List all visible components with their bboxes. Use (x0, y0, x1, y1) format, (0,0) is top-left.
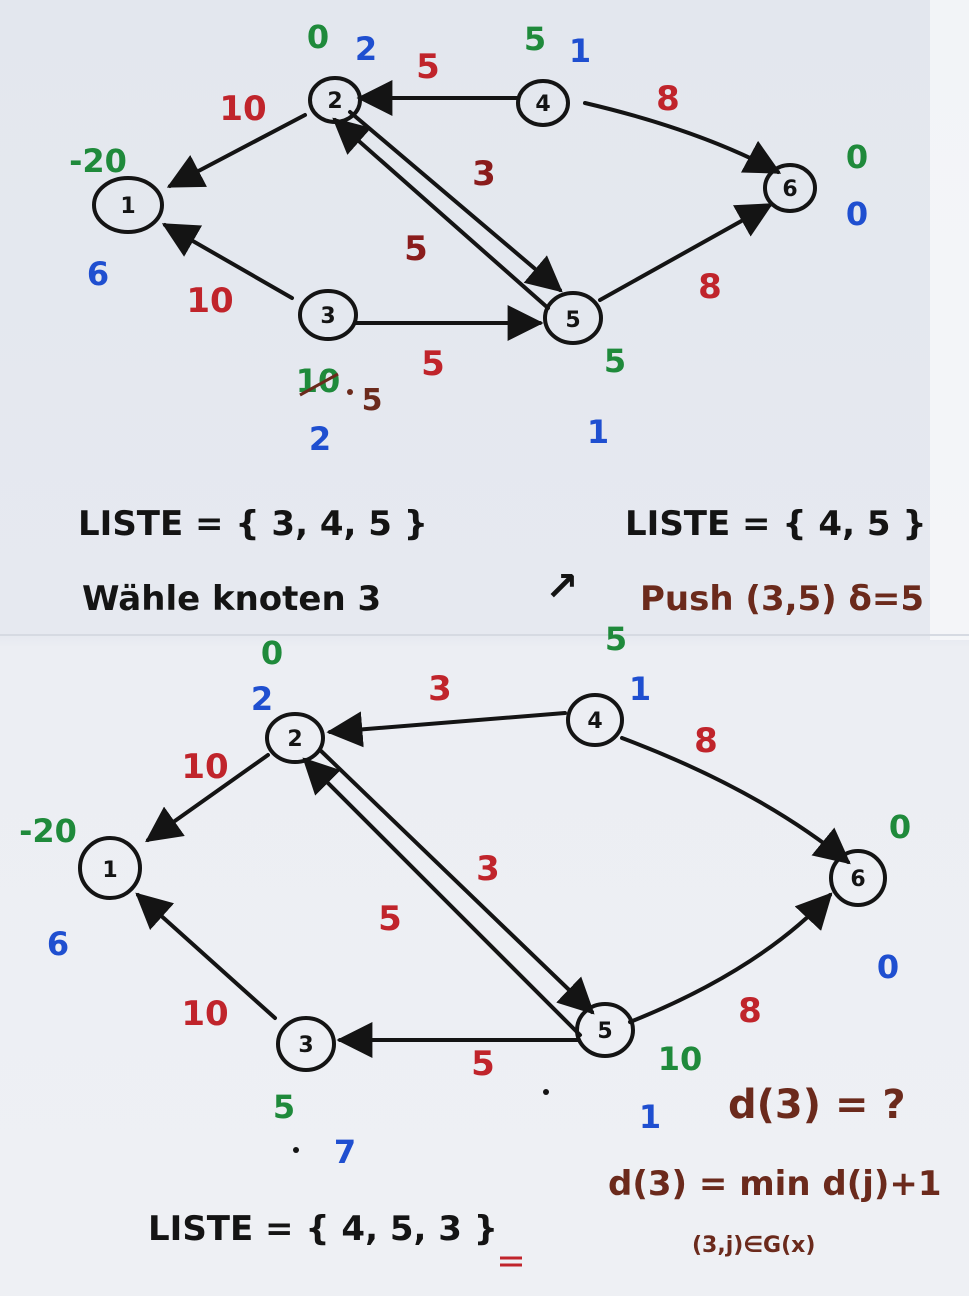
bottom-cap-3-1: 10 (181, 994, 228, 1034)
bottom-dist-6: 0 (877, 948, 899, 986)
top-node-2-circle (308, 76, 362, 124)
top-cap-4-2: 5 (416, 47, 440, 87)
bottom-node-6-label: 6 (850, 867, 865, 892)
top-cap-5-6: 8 (698, 267, 722, 307)
top-node-3-circle (298, 289, 358, 341)
top-node-4-label: 4 (535, 92, 550, 117)
liste-2: LISTE = { 4, 5 } (625, 504, 927, 544)
top-excess-2: 0 (307, 18, 329, 56)
bottom-dist-3: 7 (334, 1133, 356, 1171)
middle-notes: LISTE = { 3, 4, 5 } Wähle knoten 3 ↗ LIS… (78, 504, 927, 619)
bottom-cap-4-2: 3 (428, 669, 452, 709)
d-formula-subscript: (3,j)∈G(x) (692, 1233, 815, 1258)
bottom-edge-5-6 (628, 892, 833, 1024)
bottom-excess-3: 5 (273, 1088, 295, 1126)
top-edge-2-1 (166, 113, 307, 188)
push-step: Push (3,5) δ=5 (640, 579, 924, 619)
d-formula: d(3) = min d(j)+1 (608, 1164, 942, 1204)
top-edge-2-5 (348, 110, 563, 293)
bottom-dist-4: 1 (629, 670, 651, 708)
top-cap-3-5: 5 (421, 344, 445, 384)
bottom-node-1-circle (78, 836, 142, 900)
top-node-5-circle (543, 291, 603, 345)
d-question: d(3) = ? (728, 1082, 906, 1128)
bottom-edge-4-6 (620, 736, 851, 865)
bottom-excess-6: 0 (889, 808, 911, 846)
liste-1: LISTE = { 3, 4, 5 } (78, 504, 428, 544)
bottom-excess-4: 5 (605, 620, 627, 658)
bottom-cap-5-3: 5 (471, 1044, 495, 1084)
top-graph: 1 2 3 4 5 6 10 10 5 3 5 5 8 8 -20 0 10 5… (69, 18, 868, 458)
top-excess-3-new: 5 (362, 383, 383, 418)
top-cap-5-2: 5 (404, 229, 428, 269)
bottom-edge-2-1 (145, 753, 270, 843)
bottom-edge-5-2 (302, 757, 582, 1037)
bottom-node-5-circle (575, 1002, 635, 1058)
choose-node-3: Wähle knoten 3 (82, 579, 381, 619)
top-node-3-label: 3 (320, 304, 335, 329)
bottom-excess-2: 0 (261, 634, 283, 672)
bottom-notes: LISTE = { 4, 5, 3 } d(3) = ? d(3) = min … (148, 1082, 942, 1267)
bottom-cap-4-6: 8 (694, 721, 718, 761)
top-edge-5-6 (598, 203, 774, 302)
bottom-node-5-label: 5 (597, 1019, 612, 1044)
bottom-excess-5: 10 (658, 1040, 703, 1078)
bottom-cap-2-1: 10 (181, 747, 228, 787)
top-cap-4-6: 8 (656, 79, 680, 119)
transition-arrow: ↗ (545, 564, 579, 610)
top-excess-4: 5 (524, 20, 546, 58)
top-edge-3-1 (161, 223, 294, 300)
bottom-edge-2-5 (318, 748, 595, 1015)
bottom-dot-3 (293, 1147, 299, 1153)
top-node-4-circle (516, 79, 570, 127)
top-dist-4: 1 (569, 32, 591, 70)
top-strike-3 (299, 372, 339, 397)
top-node-6-label: 6 (782, 177, 797, 202)
top-cap-3-1: 10 (186, 281, 233, 321)
bottom-dist-2: 2 (251, 680, 273, 718)
bottom-cap-2-5: 3 (476, 849, 500, 889)
top-excess-5: 5 (604, 342, 626, 380)
bottom-node-2-circle (265, 712, 325, 764)
glare-strip (930, 0, 969, 640)
top-node-1-label: 1 (120, 194, 135, 219)
bottom-edge-4-2 (326, 711, 567, 748)
top-cap-2-1: 10 (219, 89, 266, 129)
top-dist-1: 6 (87, 255, 109, 293)
top-excess-1: -20 (69, 142, 127, 180)
liste-3: LISTE = { 4, 5, 3 } (148, 1209, 498, 1249)
top-dist-2: 2 (355, 30, 377, 68)
top-edge-5-2 (332, 117, 550, 310)
bottom-node-2-label: 2 (287, 727, 302, 752)
top-excess-6: 0 (846, 138, 868, 176)
bottom-graph: 1 2 3 4 5 6 10 10 3 3 5 5 8 8 -20 0 5 5 … (19, 620, 911, 1171)
top-dist-6: 0 (846, 195, 868, 233)
top-dist-3: 2 (309, 420, 331, 458)
top-dot-3 (347, 389, 353, 395)
top-node-5-label: 5 (565, 308, 580, 333)
top-node-2-label: 2 (327, 89, 342, 114)
top-node-1-circle (92, 176, 164, 234)
top-dist-5: 1 (587, 413, 609, 451)
bottom-excess-1: -20 (19, 812, 77, 850)
bottom-node-4-circle (566, 693, 624, 747)
bottom-node-4-label: 4 (587, 709, 602, 734)
bottom-node-1-label: 1 (102, 858, 117, 883)
bottom-stray-dot (543, 1089, 549, 1095)
top-node-6-circle (763, 163, 817, 213)
bottom-cap-5-6: 8 (738, 991, 762, 1031)
bottom-dist-5: 1 (639, 1098, 661, 1136)
bottom-node-6-circle (829, 849, 887, 907)
top-edge-4-6 (583, 101, 782, 174)
bottom-cap-5-2: 5 (378, 899, 402, 939)
top-cap-2-5: 3 (472, 154, 496, 194)
bottom-dist-1: 6 (47, 925, 69, 963)
bottom-edge-3-1 (135, 892, 277, 1020)
bottom-node-3-circle (276, 1016, 336, 1072)
bottom-node-3-label: 3 (298, 1033, 313, 1058)
